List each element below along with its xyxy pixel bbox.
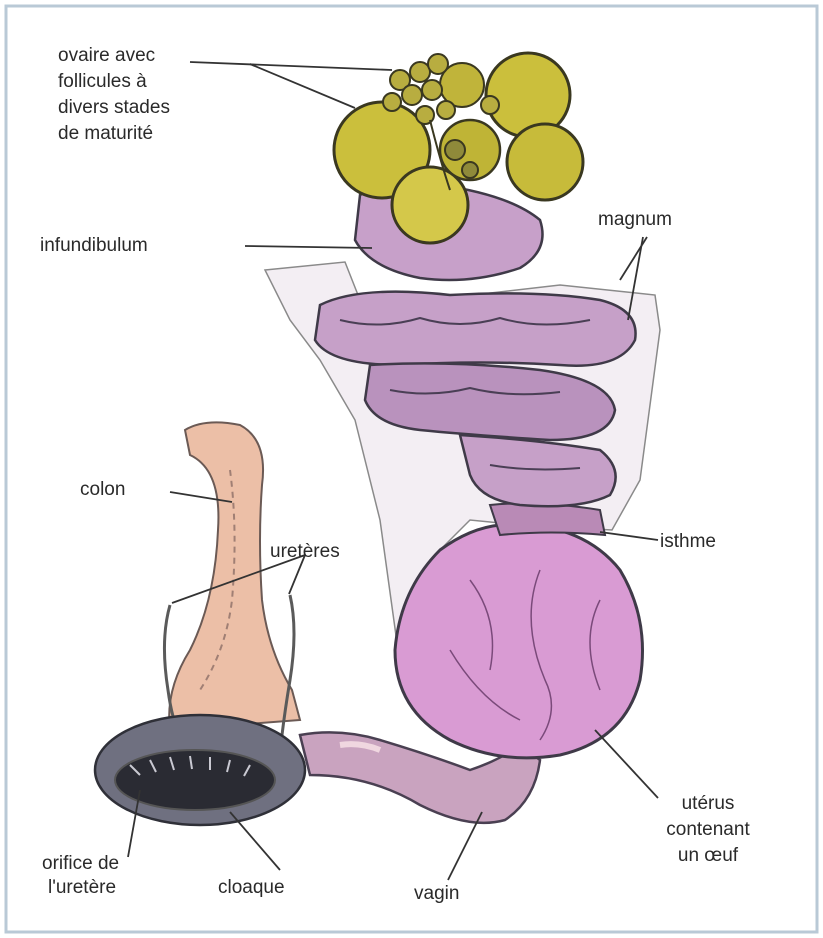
label-ovaire-line-2: follicules à xyxy=(58,70,147,93)
label-isthme: isthme xyxy=(660,530,716,553)
follicle-small-5 xyxy=(422,80,442,100)
follicle-large-4 xyxy=(392,167,468,243)
label-uterus-line-1: utérus xyxy=(658,792,758,815)
follicle-small-4 xyxy=(402,85,422,105)
isthmus xyxy=(490,503,605,535)
label-colon: colon xyxy=(80,478,125,501)
label-vagin: vagin xyxy=(414,882,459,905)
label-orifice-line-2: l'uretère xyxy=(48,876,116,899)
leader-isthme xyxy=(600,532,658,540)
follicle-small-6 xyxy=(383,93,401,111)
follicle-small-10 xyxy=(445,140,465,160)
label-uterus-line-3: un œuf xyxy=(658,844,758,867)
leader-ovaire-1 xyxy=(190,62,392,70)
leader-cloaque xyxy=(230,812,280,870)
leader-infundibulum xyxy=(245,246,372,248)
follicle-small-3 xyxy=(428,54,448,74)
magnum-coil-1 xyxy=(315,292,636,366)
uterus xyxy=(395,525,643,758)
leader-ovaire-2 xyxy=(250,64,355,108)
label-orifice-line-1: orifice de xyxy=(42,852,119,875)
label-uterus-line-2: contenant xyxy=(658,818,758,841)
follicle-small-11 xyxy=(462,162,478,178)
follicle-large-3 xyxy=(507,124,583,200)
label-ureteres: uretères xyxy=(270,540,340,563)
label-infundibulum: infundibulum xyxy=(40,234,148,257)
label-ovaire-line-4: de maturité xyxy=(58,122,153,145)
follicle-small-2 xyxy=(410,62,430,82)
label-ovaire-line-1: ovaire avec xyxy=(58,44,155,67)
cloaca-opening xyxy=(115,750,275,810)
leader-uterus xyxy=(595,730,658,798)
colon xyxy=(169,422,300,730)
label-cloaque: cloaque xyxy=(218,876,285,899)
follicle-small-9 xyxy=(481,96,499,114)
follicle-large-2 xyxy=(486,53,570,137)
label-magnum: magnum xyxy=(598,208,672,231)
label-ovaire-line-3: divers stades xyxy=(58,96,170,119)
follicle-small-7 xyxy=(437,101,455,119)
leader-magnum-1 xyxy=(620,237,647,280)
